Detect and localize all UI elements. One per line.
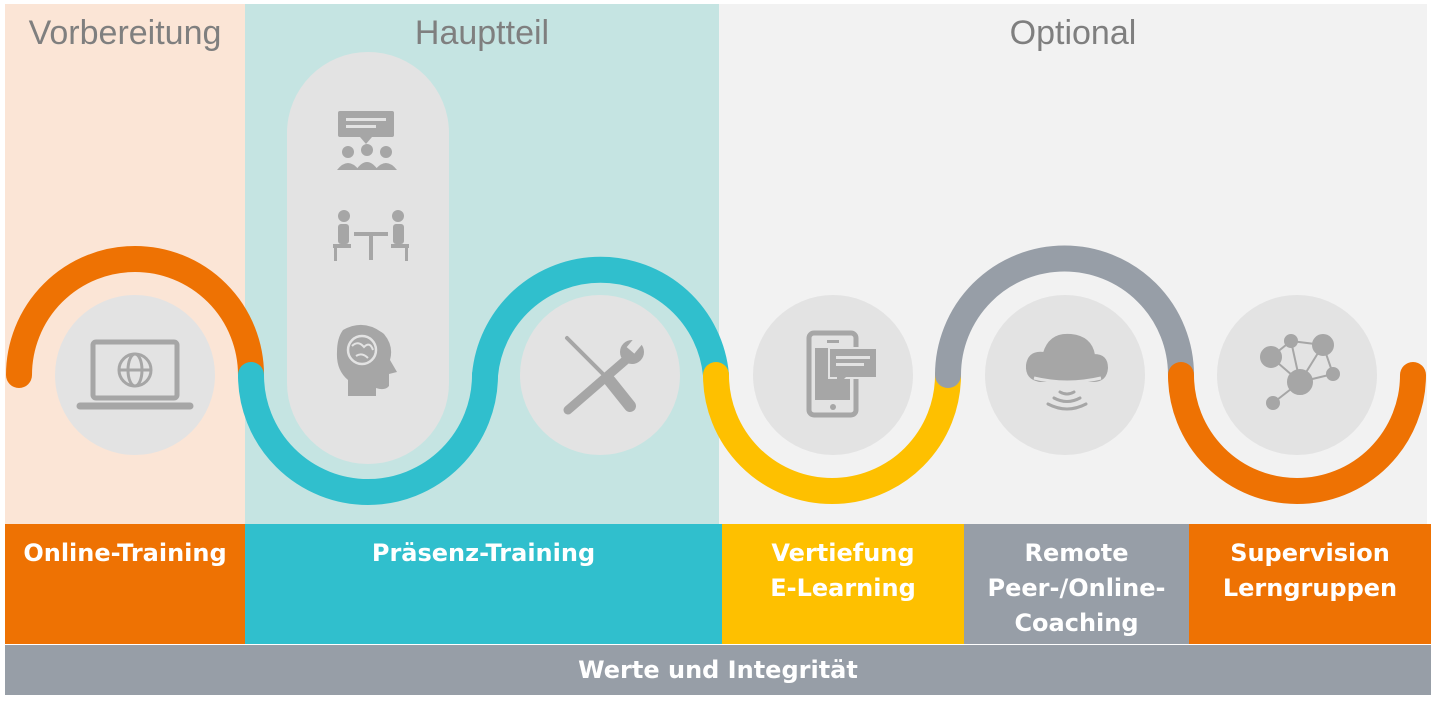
- phase-title-main: Hauptteil: [414, 14, 550, 52]
- stage-label-line: Coaching: [1014, 609, 1139, 637]
- phase-title-preparation: Vorbereitung: [28, 14, 222, 52]
- stage-praesenz-training-bar: Präsenz-Training: [245, 524, 722, 644]
- laptop-globe-icon: [76, 339, 194, 410]
- meeting-table-icon: [333, 210, 409, 261]
- arc-praesenz-down: [238, 362, 498, 505]
- presentation-audience-icon: [337, 111, 397, 170]
- cloud-signal-icon: [1025, 333, 1109, 411]
- stage-label-line: Remote: [1024, 539, 1129, 567]
- stage-label-line: Präsenz-Training: [371, 539, 596, 567]
- online-training-circle: [55, 295, 215, 455]
- arc-supervision: [1168, 362, 1426, 504]
- stage-vertiefung-bar: Vertiefung E-Learning: [722, 524, 964, 644]
- stage-label-line: Online-Training: [23, 539, 227, 567]
- arc-praesenz-up: [472, 256, 729, 388]
- stage-label-line: Peer-/Online-: [987, 574, 1166, 602]
- brain-head-icon: [336, 324, 397, 396]
- stage-label-line: E-Learning: [770, 574, 916, 602]
- stage-supervision-bar: Supervision Lerngruppen: [1189, 524, 1431, 644]
- stage-online-training-bar: Online-Training: [5, 524, 245, 644]
- network-people-icon: [1260, 334, 1340, 410]
- presence-icons-pill: [287, 52, 449, 464]
- arc-vertiefung: [703, 362, 961, 504]
- tools-circle: [520, 295, 680, 455]
- stage-label-line: Supervision: [1230, 539, 1390, 567]
- phase-title-optional: Optional: [1009, 14, 1137, 52]
- stage-label-line: Vertiefung: [771, 539, 915, 567]
- arc-remote: [935, 245, 1194, 388]
- tools-icon: [563, 336, 644, 415]
- stage-remote-coaching-bar: Remote Peer-/Online- Coaching: [964, 524, 1189, 644]
- mobile-chat-icon: [806, 330, 878, 418]
- learning-path-diagram: [6, 52, 1426, 505]
- arc-online-training: [6, 246, 264, 388]
- stage-label-line: Lerngruppen: [1222, 574, 1398, 602]
- values-integrity-bar: Werte und Integrität: [5, 645, 1431, 695]
